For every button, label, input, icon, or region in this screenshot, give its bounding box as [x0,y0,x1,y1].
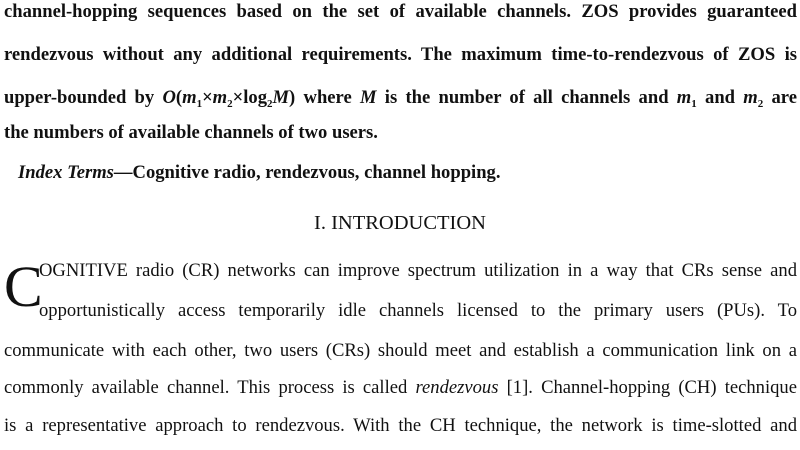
body-line-1: OGNITIVE radio (CR) networks can improve… [39,260,797,281]
abstract-line-4: the numbers of available channels of two… [4,122,378,143]
body-line-4: commonly available channel. This process… [4,377,797,398]
abstract-line-2: rendezvous without any additional requir… [4,44,797,65]
index-terms-text: —Cognitive radio, rendezvous, channel ho… [113,162,501,183]
drop-cap: C [4,254,43,319]
section-heading: I. INTRODUCTION [314,212,486,234]
body-line-2: opportunistically access temporarily idl… [39,300,797,321]
index-terms-label: Index Terms [18,162,114,183]
body-line-5: is a representative approach to rendezvo… [4,415,797,436]
body-line-3: communicate with each other, two users (… [4,340,797,361]
index-terms: Index Terms—Cognitive radio, rendezvous,… [18,161,501,185]
abstract-line-3: upper-bounded by O(m1×m2×log2M) where M … [4,87,797,110]
rendezvous-term: rendezvous [415,377,499,398]
abstract-line-1: channel-hopping sequences based on the s… [4,1,797,22]
